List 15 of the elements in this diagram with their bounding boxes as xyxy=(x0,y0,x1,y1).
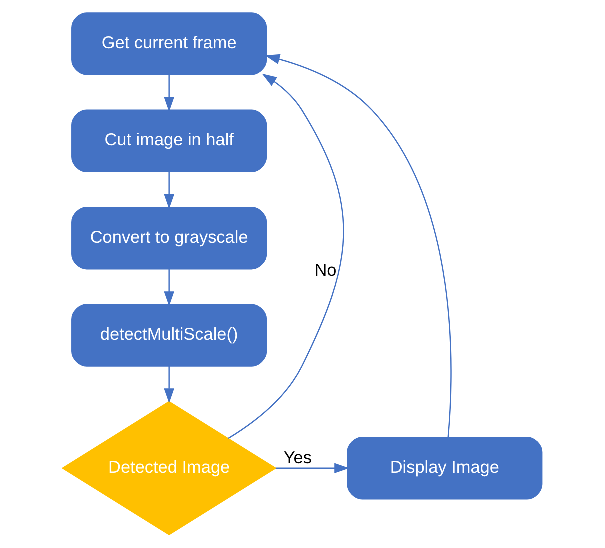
arrow xyxy=(164,366,174,404)
edge-label: Yes xyxy=(284,448,312,468)
node-box: Display Image xyxy=(347,437,543,500)
node-box: Convert to grayscale xyxy=(72,206,268,270)
arrow xyxy=(164,172,174,210)
arrow xyxy=(265,54,452,438)
arrow xyxy=(228,74,344,440)
arrow xyxy=(276,463,350,474)
node-box: Get current frame xyxy=(72,12,268,76)
node-box: Cut image in half xyxy=(72,110,268,173)
node-diamond: Detected Image xyxy=(62,401,277,536)
edge-label: No xyxy=(314,260,337,280)
arrow xyxy=(164,270,174,306)
node-box: detectMultiScale() xyxy=(72,304,268,367)
arrow xyxy=(164,75,174,112)
